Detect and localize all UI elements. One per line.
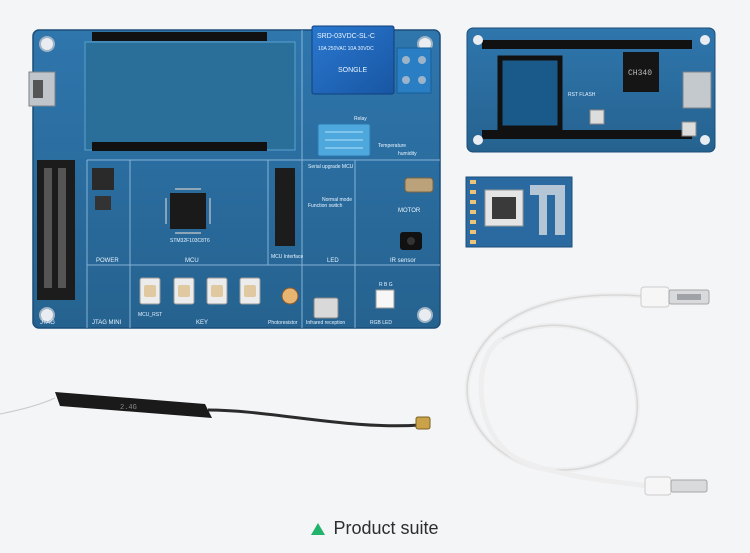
label-ir-sensor: IR sensor (390, 258, 416, 264)
relay-model: SRD-03VDC-SL-C (317, 33, 375, 40)
label-photoresistor: Photoresistor (268, 320, 298, 326)
mcu-chip (165, 188, 211, 234)
display-area (84, 41, 296, 151)
wifi-chip-label: CH340 (628, 69, 652, 78)
bluetooth-module (465, 176, 573, 248)
wifi-board-labels: RST FLASH (568, 92, 596, 98)
label-mcu-interface: MCU Interface (271, 254, 303, 260)
label-jtag-mini: JTAG MINI (92, 320, 122, 326)
caption-text: Product suite (333, 517, 439, 538)
label-function-switch: Function switch (308, 203, 343, 209)
antenna-marking: 2.4G (120, 404, 137, 412)
photoresistor (281, 287, 299, 305)
label-temperature: Temperature (378, 143, 406, 149)
label-jtag: JTAG (40, 320, 55, 326)
mcu-interface-header (275, 168, 295, 246)
label-serial-upgrade: Serial upgrade MCU (308, 164, 354, 170)
relay (311, 25, 432, 95)
relay-brand: SONGLE (338, 67, 368, 74)
label-humidity: humidity (398, 151, 417, 157)
label-normal-mode: Normal mode (322, 197, 352, 203)
jtag-header (37, 160, 75, 300)
label-motor: MOTOR (398, 208, 421, 214)
main-dev-board: POWER MCU MCU Interface LED MOTOR IR sen… (28, 25, 441, 329)
label-mcu-chip: STM32F103C8T6 (170, 238, 210, 244)
green-triangle-icon (311, 522, 326, 535)
bottom-header-strip (92, 142, 267, 151)
vibration-motor (404, 177, 434, 193)
usb-connector-top (640, 286, 710, 308)
key-buttons (139, 277, 261, 305)
label-key: KEY (196, 320, 208, 326)
label-relay: Relay (354, 116, 367, 122)
label-mcu-rst: MCU_RST (138, 312, 162, 318)
label-rgb-letters: R B G (379, 282, 393, 288)
mounting-holes (39, 36, 433, 323)
usb-serial-chip (623, 52, 659, 92)
usb-connector-bottom (644, 476, 708, 496)
label-led: LED (327, 258, 339, 264)
usb-cable (464, 292, 651, 489)
wifi-board: CH340 RST FLASH (466, 27, 716, 153)
antenna: 2.4G (0, 392, 431, 430)
label-power: POWER (96, 258, 119, 264)
top-header-strip (92, 32, 267, 41)
relay-spec: 10A 250VAC 10A 30VDC (318, 46, 374, 52)
label-rgb-led: RGB LED (370, 320, 392, 326)
label-infrared-reception: Infrared reception (306, 320, 345, 326)
label-mcu: MCU (185, 258, 199, 264)
caption: Product suite (0, 514, 750, 542)
rgb-led (375, 289, 395, 309)
